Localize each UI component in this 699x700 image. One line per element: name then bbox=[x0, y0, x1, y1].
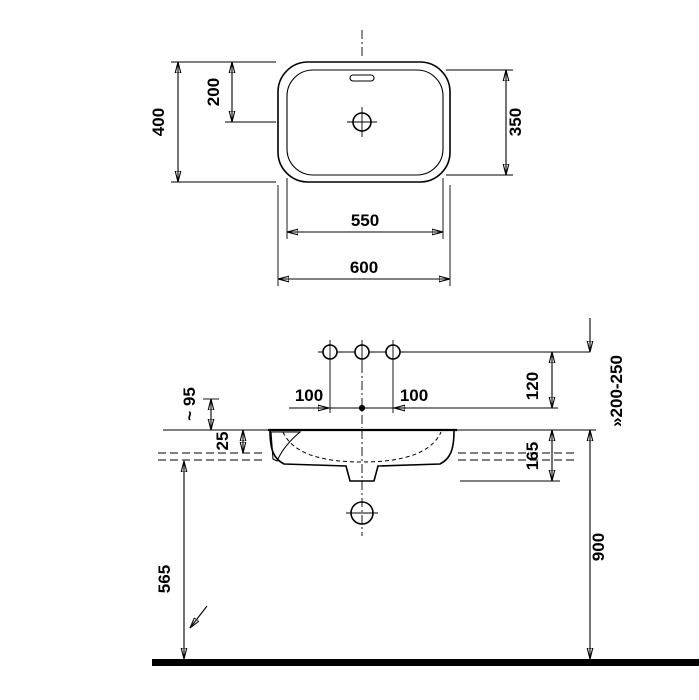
dim-label-200: 200 bbox=[204, 78, 223, 106]
dim-label-100-left: 100 bbox=[295, 386, 323, 405]
basin-inner-bowl bbox=[286, 69, 444, 176]
ceramic-section-hatch bbox=[270, 431, 302, 462]
dim-tap-line-offset: 120 bbox=[523, 352, 552, 408]
dim-rim-height: 900 bbox=[589, 430, 608, 659]
dim-overall-width: 600 bbox=[277, 185, 451, 286]
dim-label-200-250: »200-250 bbox=[607, 355, 626, 427]
dim-label-550: 550 bbox=[351, 211, 379, 230]
dim-bowl-width: 550 bbox=[286, 178, 444, 239]
dim-label-95: ~ 95 bbox=[180, 387, 199, 421]
dim-label-600: 600 bbox=[350, 258, 378, 277]
dim-label-900: 900 bbox=[589, 533, 608, 561]
basin-outer-rim bbox=[277, 61, 451, 183]
dim-tap-center-offset: 200 bbox=[204, 62, 276, 123]
dim-wall-tap-height: »200-250 bbox=[590, 318, 626, 427]
leader-arrow bbox=[190, 605, 208, 628]
dim-tap-hole-spacing: 100 100 bbox=[289, 386, 558, 411]
floor-line bbox=[152, 659, 699, 666]
dim-label-165: 165 bbox=[523, 442, 542, 470]
dim-basin-height: 165 bbox=[460, 430, 560, 482]
dim-clearance-height: 565 bbox=[155, 461, 208, 659]
dim-overall-depth: 400 bbox=[149, 61, 276, 183]
dim-rim-above-counter: ~ 95 bbox=[180, 387, 219, 430]
dim-label-25: 25 bbox=[213, 432, 232, 451]
dim-label-100-right: 100 bbox=[400, 386, 428, 405]
dimension-dot bbox=[358, 404, 366, 412]
dim-label-565: 565 bbox=[155, 565, 174, 593]
overflow-slot-icon bbox=[349, 74, 375, 82]
dim-label-350: 350 bbox=[506, 108, 525, 136]
bowl-contour-hidden-line bbox=[282, 431, 442, 463]
plan-view: 400 200 350 550 600 bbox=[149, 30, 525, 286]
dim-counter-thickness: 25 bbox=[213, 430, 243, 453]
dim-label-120: 120 bbox=[523, 372, 542, 400]
dim-bowl-depth: 350 bbox=[446, 69, 525, 176]
section-view: 100 100 ~ 95 25 bbox=[152, 318, 699, 666]
dim-label-400: 400 bbox=[149, 108, 168, 136]
